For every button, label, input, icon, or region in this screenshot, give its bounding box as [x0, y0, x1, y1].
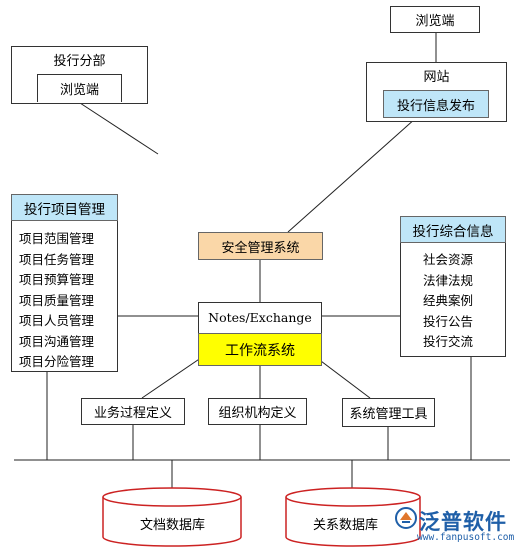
integrated-info-title: 投行综合信息	[400, 216, 506, 243]
website-publish-box: 投行信息发布	[383, 90, 489, 118]
list-item: 投行公告	[423, 313, 474, 329]
project-management-title: 投行项目管理	[11, 194, 118, 221]
security-management-box: 安全管理系统	[198, 232, 323, 260]
brand-url: www.fanpusoft.com	[417, 532, 515, 543]
project-management-list: 项目范围管理 项目任务管理 项目预算管理 项目质量管理 项目人员管理 项目沟通管…	[19, 229, 94, 373]
browser-top-right-box: 浏览端	[390, 6, 480, 33]
list-item: 项目质量管理	[19, 292, 95, 308]
document-database-label: 文档数据库	[139, 517, 205, 533]
org-structure-box: 组织机构定义	[208, 398, 307, 425]
list-item: 项目范围管理	[19, 231, 95, 246]
list-item: 社会资源	[423, 252, 474, 267]
list-item: 经典案例	[423, 293, 474, 308]
list-item: 项目任务管理	[19, 251, 95, 267]
list-item: 项目人员管理	[19, 313, 95, 328]
list-item: 项目沟通管理	[19, 333, 95, 349]
brand-name: 泛普软件	[419, 510, 507, 534]
relational-database-icon	[285, 487, 421, 547]
business-process-box: 业务过程定义	[81, 398, 185, 425]
document-database-icon	[102, 487, 242, 547]
branch-box	[11, 46, 148, 104]
branch-title: 投行分部	[53, 53, 106, 69]
list-item: 项目分险管理	[19, 354, 95, 369]
notes-exchange-label: Notes/Exchange	[208, 309, 312, 325]
website-title: 网站	[423, 69, 450, 85]
relational-database-label: 关系数据库	[312, 517, 378, 533]
workflow-system-box: 工作流系统	[198, 333, 322, 366]
list-item: 项目预算管理	[19, 272, 95, 287]
integrated-info-list: 社会资源 法律法规 经典案例 投行公告 投行交流	[423, 250, 473, 353]
list-item: 投行交流	[423, 334, 474, 349]
brand-logo-icon	[395, 507, 417, 529]
system-tools-box: 系统管理工具	[342, 398, 435, 427]
branch-browser-box: 浏览端	[37, 74, 122, 102]
list-item: 法律法规	[423, 272, 474, 288]
